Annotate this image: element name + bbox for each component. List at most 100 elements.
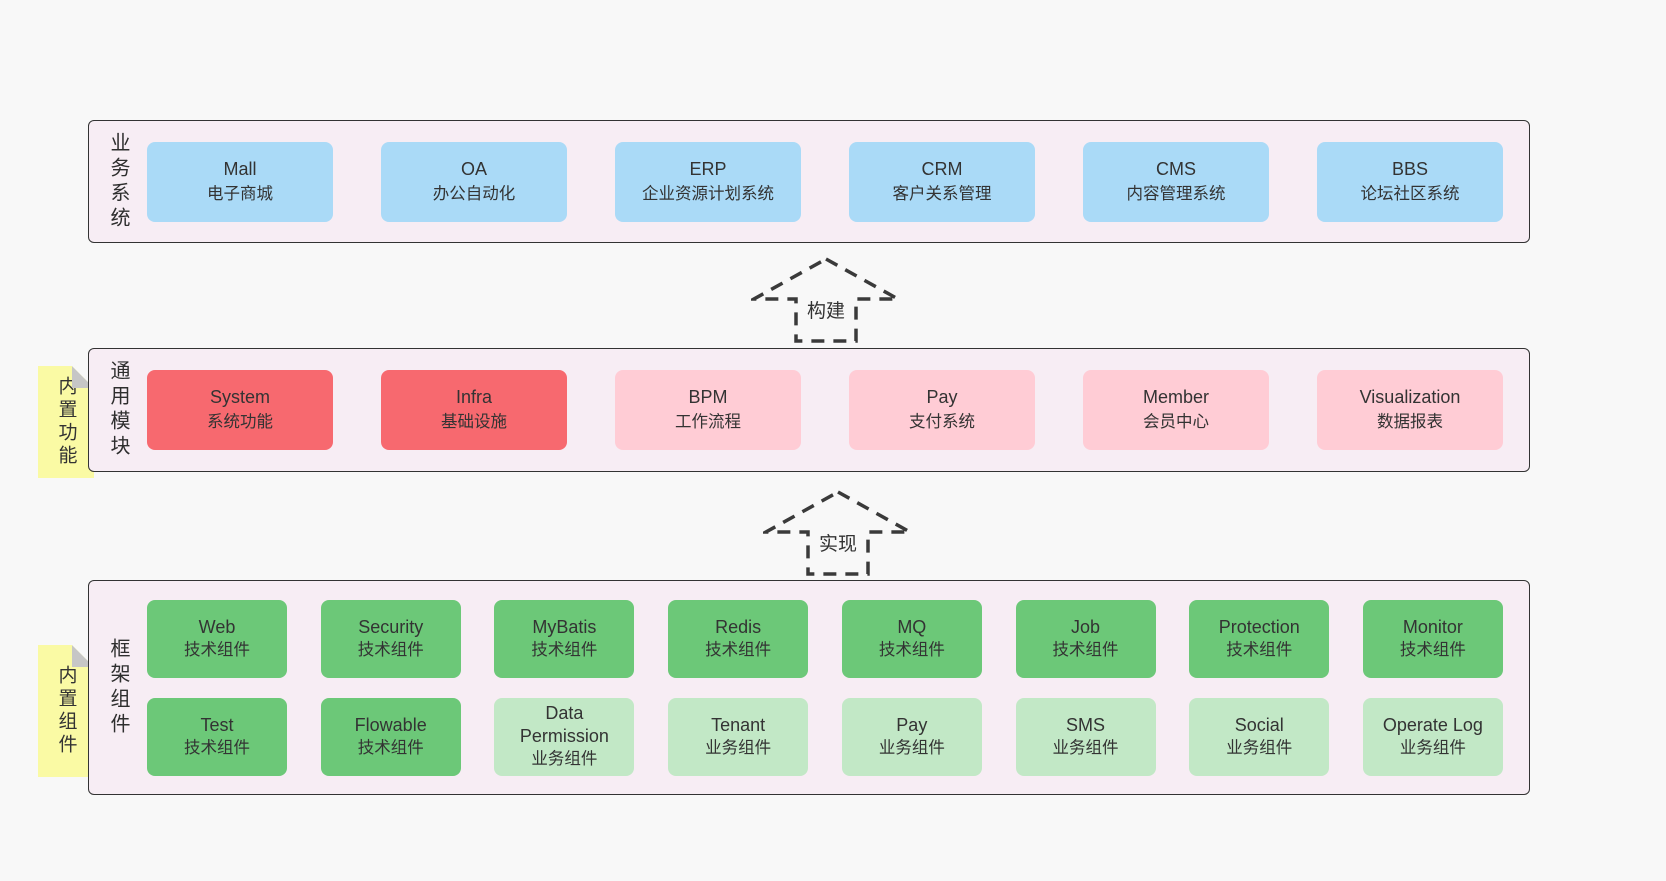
box-flowable: Flowable 技术组件	[320, 697, 461, 776]
box-name: SMS	[1066, 714, 1106, 735]
box-desc: 业务组件	[705, 738, 772, 757]
box-bpm: BPM 工作流程	[615, 370, 801, 450]
box-tenant: Tenant 业务组件	[668, 697, 809, 776]
box-name: Test	[200, 714, 234, 735]
box-desc: 内容管理系统	[1126, 184, 1226, 203]
box-desc: 技术组件	[1399, 640, 1466, 659]
box-web: Web 技术组件	[147, 599, 287, 678]
panel-label-zone: 通用模块	[89, 349, 147, 471]
box-monitor: Monitor 技术组件	[1362, 599, 1503, 678]
sticky-note-built-in-features: 内置功能	[38, 366, 94, 478]
box-name: Tenant	[711, 714, 766, 735]
box-desc: 论坛社区系统	[1360, 184, 1460, 203]
box-job: Job 技术组件	[1015, 599, 1156, 678]
box-desc: 技术组件	[184, 640, 250, 659]
box-name: BBS	[1391, 158, 1429, 179]
box-name: Social	[1234, 714, 1284, 735]
box-security: Security 技术组件	[320, 599, 461, 678]
box-name: Visualization	[1359, 387, 1461, 407]
box-crm: CRM 客户关系管理	[849, 141, 1035, 222]
panel-common-modules-label: 通用模块	[107, 360, 129, 460]
sticky-note-built-in-components: 内置组件	[38, 645, 94, 777]
arrow-implement: 实现	[759, 489, 917, 577]
box-name: Member	[1142, 387, 1209, 407]
box-protection: Protection 技术组件	[1189, 599, 1330, 678]
box-name: BPM	[688, 387, 728, 407]
box-desc: 客户关系管理	[892, 184, 992, 203]
box-member: Member 会员中心	[1083, 370, 1269, 450]
box-desc: 技术组件	[531, 640, 598, 659]
panel-label-zone: 框架组件	[89, 581, 147, 794]
box-desc: 技术组件	[357, 738, 424, 757]
box-infra: Infra 基础设施	[381, 370, 567, 450]
box-pay: Pay 支付系统	[849, 370, 1035, 450]
box-system: System 系统功能	[147, 370, 333, 450]
box-desc: 基础设施	[441, 413, 507, 431]
box-bbs: BBS 论坛社区系统	[1317, 141, 1503, 222]
box-name: CRM	[921, 158, 963, 179]
box-mall: Mall 电子商城	[147, 141, 333, 222]
panel-framework-components-label: 框架组件	[107, 637, 129, 738]
box-oa: OA 办公自动化	[381, 141, 567, 222]
arrow-build-label: 构建	[803, 296, 849, 323]
box-name: CMS	[1156, 158, 1196, 179]
arrow-build: 构建	[747, 256, 905, 344]
box-mq: MQ 技术组件	[841, 599, 982, 678]
box-desc: 工作流程	[675, 413, 741, 431]
note-label: 内置功能	[55, 376, 77, 468]
box-desc: 技术组件	[1226, 640, 1293, 659]
box-desc: 技术组件	[705, 640, 772, 659]
box-desc: 业务组件	[1052, 738, 1119, 757]
panel-business-systems-label: 业务系统	[107, 131, 129, 232]
box-desc: 业务组件	[531, 750, 598, 768]
box-name: Infra	[455, 387, 493, 407]
box-name: Web	[198, 616, 236, 637]
box-data-permission: Data Permission 业务组件	[494, 697, 635, 776]
box-desc: 企业资源计划系统	[642, 184, 774, 203]
box-desc: 会员中心	[1143, 413, 1209, 431]
box-desc: 数据报表	[1377, 413, 1443, 431]
box-desc: 技术组件	[1052, 640, 1119, 659]
arrow-implement-label: 实现	[815, 529, 861, 556]
box-name: Pay	[926, 387, 958, 407]
box-erp: ERP 企业资源计划系统	[615, 141, 801, 222]
box-name: OA	[460, 158, 487, 179]
note-label: 内置组件	[55, 665, 77, 757]
box-name: Pay	[896, 714, 928, 735]
box-name: Mall	[223, 158, 257, 179]
box-test: Test 技术组件	[147, 697, 287, 776]
dashed-up-arrow-icon	[747, 256, 905, 343]
box-desc: 业务组件	[1399, 738, 1466, 757]
box-sms: SMS 业务组件	[1015, 697, 1156, 776]
box-desc: 技术组件	[184, 738, 250, 757]
box-visualization: Visualization 数据报表	[1317, 370, 1503, 450]
box-desc: 支付系统	[909, 413, 975, 431]
box-name: Security	[358, 616, 424, 637]
panel-common-modules: 通用模块 System 系统功能 Infra 基础设施 BPM 工作流程 Pay	[88, 348, 1530, 472]
box-name: Data Permission	[519, 703, 609, 746]
box-desc: 办公自动化	[432, 184, 516, 203]
box-desc: 技术组件	[357, 640, 424, 659]
box-pay-component: Pay 业务组件	[841, 697, 982, 776]
box-desc: 系统功能	[207, 413, 273, 431]
panel-label-zone: 业务系统	[89, 121, 147, 242]
box-operate-log: Operate Log 业务组件	[1362, 697, 1503, 776]
box-desc: 业务组件	[1226, 738, 1293, 757]
box-mybatis: MyBatis 技术组件	[494, 599, 635, 678]
box-name: Flowable	[354, 714, 427, 735]
box-name: ERP	[689, 158, 727, 179]
box-name: Protection	[1218, 616, 1300, 637]
box-name: MQ	[897, 616, 927, 637]
panel-business-systems: 业务系统 Mall 电子商城 OA 办公自动化 ERP 企业资源计划系统 CRM	[88, 120, 1530, 243]
box-name: Job	[1071, 616, 1101, 637]
box-cms: CMS 内容管理系统	[1083, 141, 1269, 222]
box-desc: 电子商城	[207, 184, 273, 203]
panel-framework-components: 框架组件 Web 技术组件 Security 技术组件 MyBatis 技术组件	[88, 580, 1530, 795]
box-name: Operate Log	[1382, 714, 1483, 735]
box-desc: 业务组件	[878, 738, 945, 757]
dashed-up-arrow-icon	[759, 489, 917, 576]
box-name: Monitor	[1402, 616, 1463, 637]
box-name: Redis	[715, 616, 762, 637]
box-name: System	[209, 387, 270, 407]
